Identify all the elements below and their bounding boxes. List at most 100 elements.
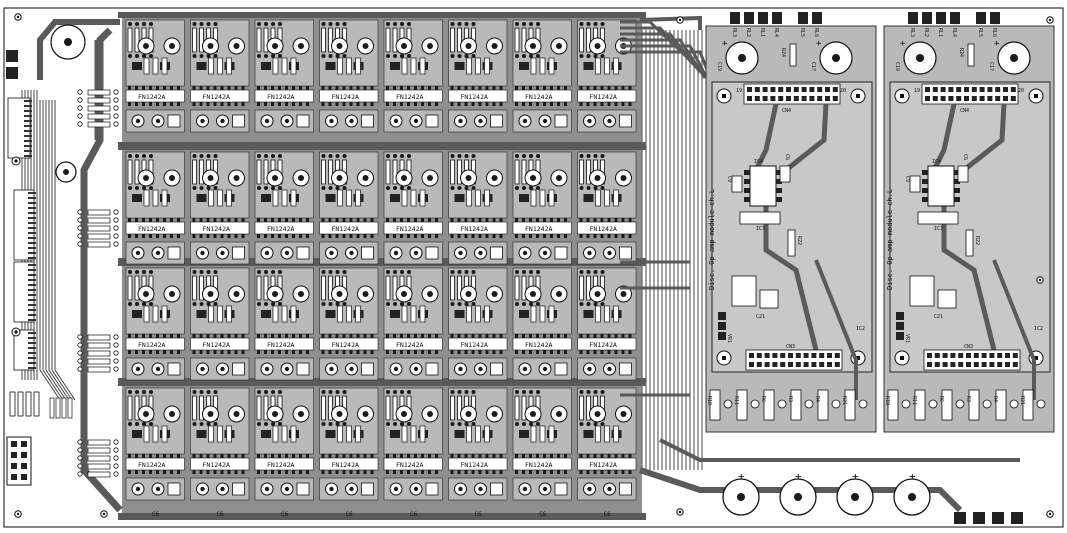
ic-pin [457,470,461,474]
pad [278,302,282,306]
ic-pin [593,334,597,338]
resistor [604,189,610,207]
ic-pin [199,470,203,474]
pin [795,362,801,367]
component [619,482,632,496]
pin [28,347,36,349]
ic-pin [586,218,590,222]
hole-center [16,512,20,516]
ic-pin [464,470,468,474]
pad [113,447,119,453]
resistor [586,275,591,301]
pin [997,362,1003,367]
ic-pin [299,454,302,458]
pad [261,310,271,318]
pad [77,334,83,340]
pad [335,422,340,426]
resistor [763,389,775,421]
ic-pin [457,234,461,238]
pad [113,334,119,340]
pad [464,154,469,158]
pad [261,194,271,202]
pin [28,289,36,291]
pad [132,430,142,438]
pad [196,310,207,318]
ic-pin [593,350,597,354]
ic-pin [292,334,295,338]
polarity-mark: + [816,39,822,49]
pad [458,366,463,372]
pad [271,422,275,426]
pad [583,310,594,318]
ic-label: IC3 [934,226,943,232]
ic-pin [292,218,295,222]
cap-label: C17 [988,62,994,71]
pad [149,270,153,274]
resistor [337,425,343,443]
resistor [457,395,462,421]
pin [987,87,993,92]
ic-pin [257,218,260,222]
ic-body [319,221,379,235]
power-supply-caps: ++++ [722,470,1023,524]
ic-pin [328,86,332,90]
trace [992,259,1036,400]
ic-pin [614,350,618,354]
ic-pin [607,234,611,238]
pad [272,411,278,417]
pad [149,422,153,426]
amplifier-cell: FN1242A [254,19,314,133]
pad [450,302,455,306]
ic-pin [206,334,210,338]
pad [206,270,211,274]
ic-pin [600,334,604,338]
ic-pin [450,350,454,354]
pad [264,302,268,306]
ic-pin [163,470,166,474]
component [490,482,503,496]
resistor [521,395,527,421]
resistor [787,229,796,257]
ic-pin [499,334,503,338]
component [937,289,957,309]
ic-pin [363,218,367,222]
resistor [33,391,40,417]
pad [400,270,404,274]
pad [271,154,275,158]
pad [583,194,594,202]
pad [329,366,334,372]
resistor [321,395,326,421]
pad [450,186,455,190]
ic-pin [421,234,424,238]
pad [454,194,465,202]
resistor [613,425,619,443]
component [425,482,439,496]
ic-pin [257,470,260,474]
pin [997,353,1003,358]
pad [390,310,400,318]
component [167,246,181,260]
pad [325,310,336,318]
pad [271,22,275,26]
ic-pin [522,234,525,238]
ic-pin [550,334,553,338]
resistor [208,57,214,75]
resistor [419,305,426,323]
ic-pin [213,334,217,338]
ic-pin [170,334,173,338]
ic-pin [393,470,396,474]
pad [901,399,911,409]
pin [832,87,838,92]
ic-pin [363,470,367,474]
pad [362,411,369,417]
amplifier-cell: FN1242A [448,19,508,133]
ic-label: FN1242A [590,341,617,349]
ic-pin [227,218,231,222]
pad [196,194,207,202]
resistor [263,27,269,53]
ic-pin [457,334,461,338]
ic-pin [285,86,288,90]
pin [718,322,726,330]
pad [335,54,340,58]
cap-label: C6 [604,511,612,518]
